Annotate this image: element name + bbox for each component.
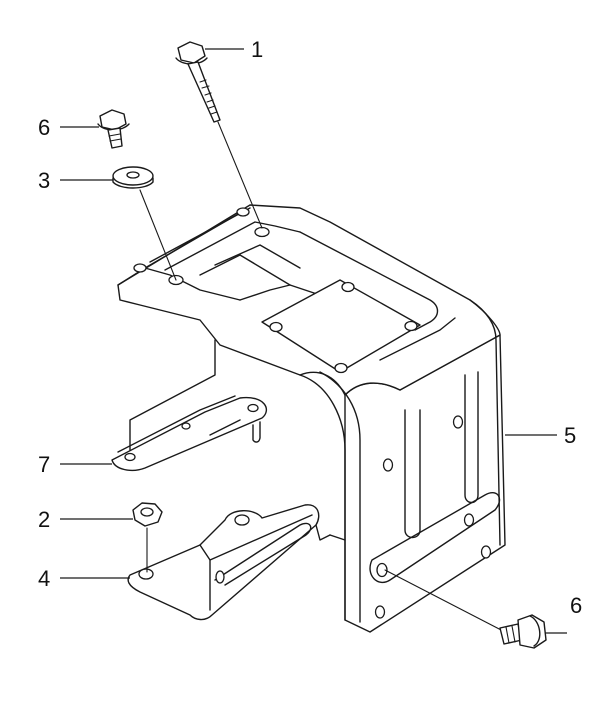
callout-6-lower: 6 — [570, 593, 582, 618]
small-bracket-7 — [111, 339, 267, 472]
bolt-1 — [175, 41, 263, 229]
nut-2 — [132, 502, 163, 573]
callout-3: 3 — [38, 168, 50, 193]
callout-6-upper: 6 — [38, 115, 50, 140]
bolt-6-lower — [384, 569, 547, 649]
callout-5: 5 — [564, 423, 576, 448]
bracket-4 — [127, 504, 346, 621]
callout-2: 2 — [38, 507, 50, 532]
bolt-6-upper — [97, 109, 130, 149]
callout-7: 7 — [38, 452, 50, 477]
callout-4: 4 — [38, 566, 50, 591]
washer-3 — [112, 166, 177, 281]
callout-1: 1 — [251, 37, 263, 62]
